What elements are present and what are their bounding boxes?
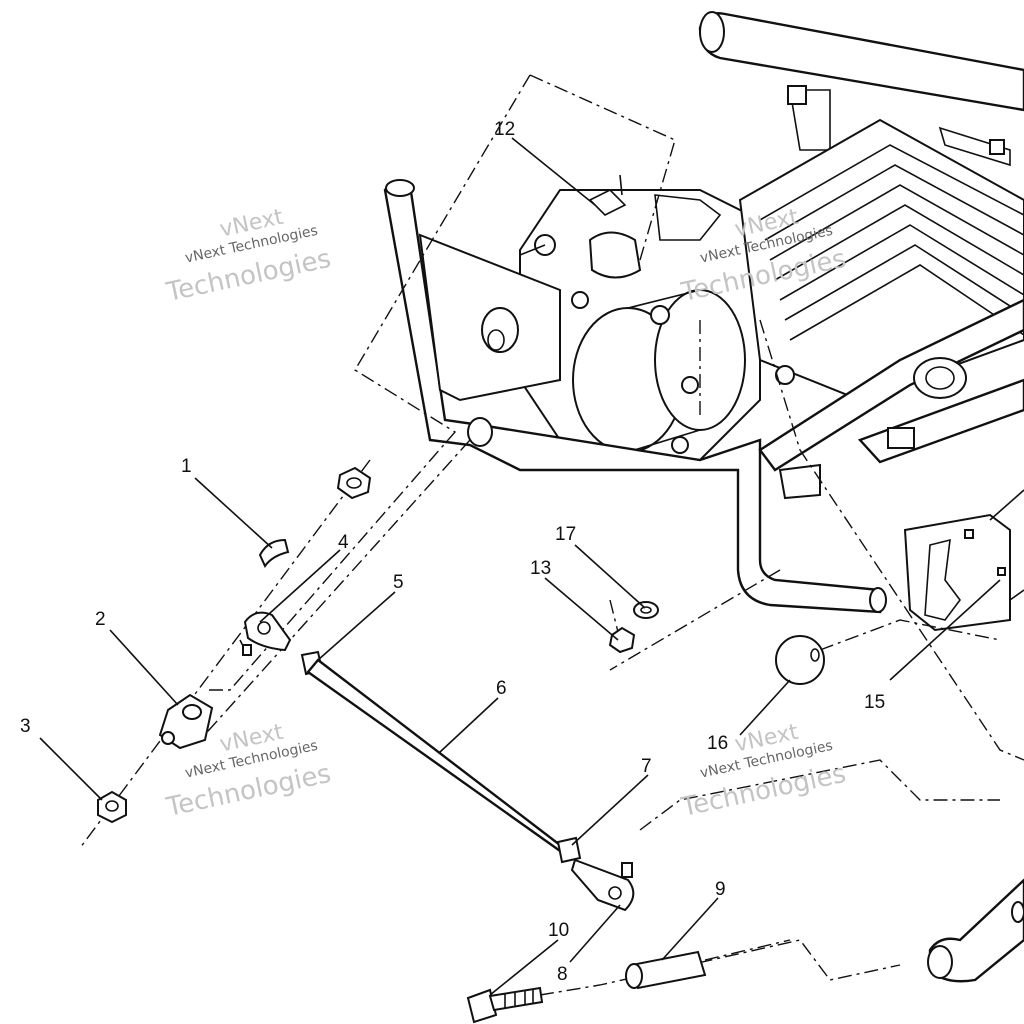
part-16-ball xyxy=(775,635,825,685)
part-nut-upper xyxy=(336,466,372,500)
callout-9: 9 xyxy=(715,879,726,900)
part-9-spacer xyxy=(625,950,707,990)
callout-8: 8 xyxy=(557,964,568,985)
callout-labels: 1 2 3 4 5 6 7 8 9 10 12 13 15 16 17 xyxy=(20,119,885,985)
callout-6: 6 xyxy=(496,678,507,699)
callout-16: 16 xyxy=(707,733,728,754)
callout-1: 1 xyxy=(181,456,192,477)
part-6-tie-rod xyxy=(239,611,635,912)
callout-2: 2 xyxy=(95,609,106,630)
callout-7: 7 xyxy=(641,756,652,777)
callout-10: 10 xyxy=(548,920,569,941)
callout-13: 13 xyxy=(530,558,551,579)
callout-15: 15 xyxy=(864,692,885,713)
part-17-washer xyxy=(633,601,659,619)
watermark-left-top: vNext vNext Technologies Technologies xyxy=(163,205,334,308)
callout-4: 4 xyxy=(338,532,349,553)
part-10-bolt xyxy=(466,986,544,1024)
frame-cradle xyxy=(383,179,1024,983)
callout-3: 3 xyxy=(20,716,31,737)
part-3-nut xyxy=(97,790,127,824)
part-13-nut xyxy=(608,626,636,654)
callout-12: 12 xyxy=(494,119,515,140)
callout-5: 5 xyxy=(393,572,404,593)
engine-assembly xyxy=(519,118,1024,472)
leader-lines xyxy=(39,137,1001,996)
watermark-right-bottom: vNext vNext Technologies Technologies xyxy=(678,720,849,823)
part-1-key xyxy=(258,538,290,569)
callout-17: 17 xyxy=(555,524,576,545)
part-2-bracket xyxy=(158,693,214,750)
construction-lines xyxy=(79,74,1024,996)
